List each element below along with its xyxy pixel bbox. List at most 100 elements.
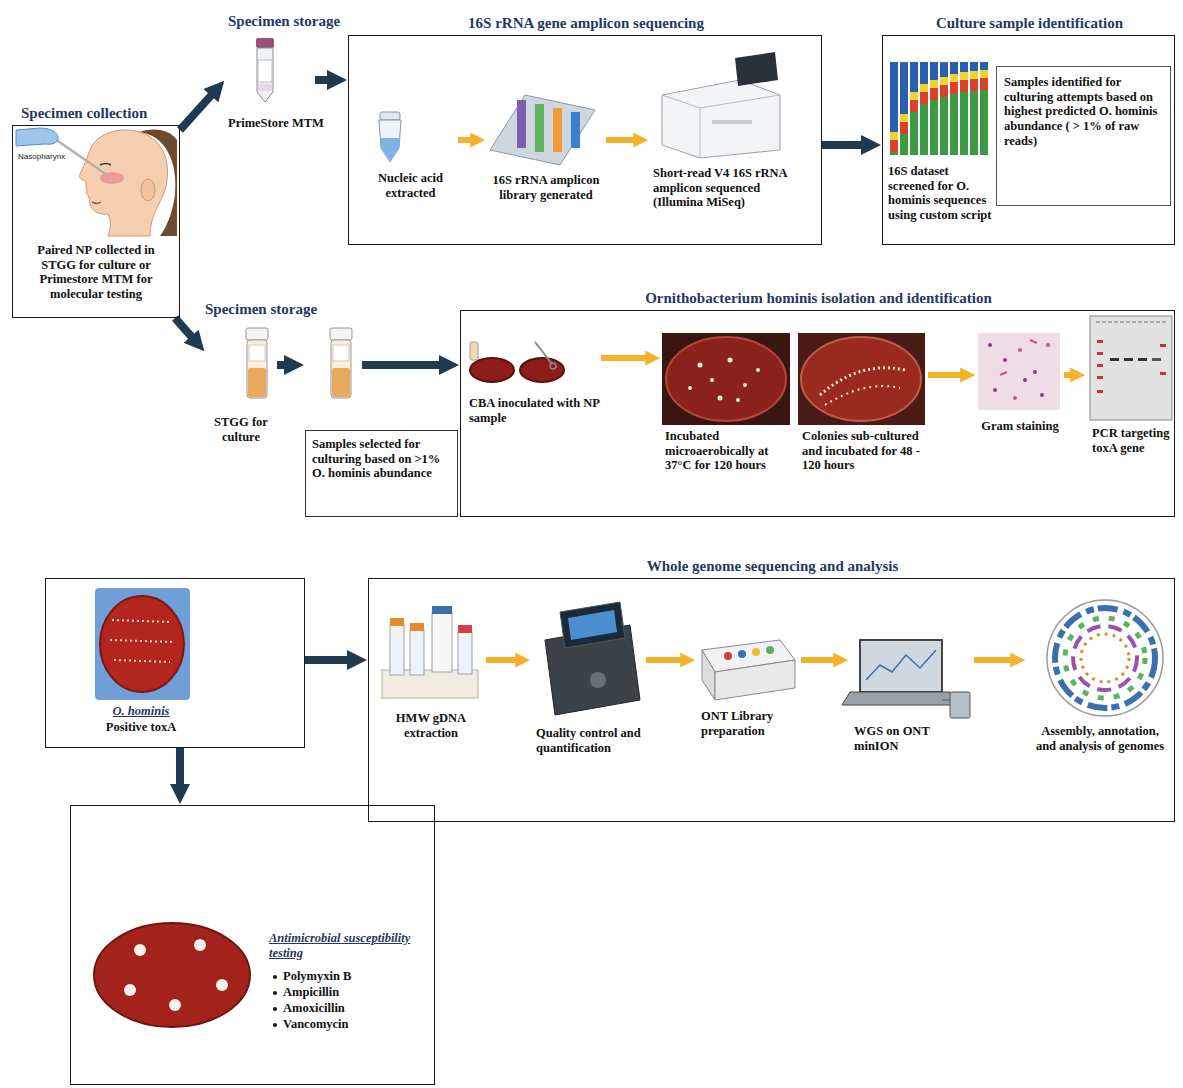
isolate-plate-photo — [100, 596, 184, 692]
laptop-minion-icon — [866, 650, 936, 680]
sequencer-icon — [700, 108, 701, 158]
flow-arrow — [277, 361, 285, 369]
stacked-bar-chart-icon — [960, 72, 968, 80]
flow-arrow — [315, 76, 328, 84]
bullet-dot — [273, 1007, 277, 1011]
isolate-plate-photo — [95, 588, 190, 700]
step-text: Paired NP collected in STGG for culture … — [19, 243, 173, 302]
gram-stain-photo — [978, 333, 1060, 410]
bullet-dot — [273, 975, 277, 979]
dna-extraction-icon — [458, 625, 472, 633]
list-item: Polymyxin B — [283, 969, 423, 984]
dna-extraction-icon — [432, 606, 452, 614]
incubated-plate-photo — [743, 383, 747, 387]
process-step: CBA inoculated with NP sample — [466, 331, 601, 431]
list-item: Ampicillin — [283, 985, 423, 1000]
stacked-bar-chart-icon — [920, 84, 928, 92]
identification-panel: Culture sample identification16S dataset… — [882, 35, 1175, 245]
stacked-bar-chart-icon — [950, 82, 958, 94]
step-text: Specimen storage — [228, 12, 340, 30]
section-heading: Specimen storage — [205, 300, 317, 318]
stacked-bar-chart-icon — [900, 122, 908, 134]
step-arrow — [974, 657, 1011, 663]
step-text: Assembly, annotation, and analysis of ge… — [1030, 724, 1170, 753]
flow-arrow — [305, 656, 348, 664]
subculture-plate-photo — [801, 337, 921, 421]
sequencer-icon — [662, 80, 780, 158]
primestore-tube — [257, 48, 273, 102]
step-arrow — [801, 657, 834, 663]
list-item: Amoxicillin — [283, 1001, 423, 1016]
stgg-tube — [248, 368, 266, 397]
microtube-icon — [380, 112, 400, 120]
pcr-gel-image — [1090, 316, 1172, 420]
stacked-bar-chart-icon — [930, 80, 938, 88]
stacked-bar-chart-icon — [950, 62, 958, 74]
genome-map-icon — [1081, 634, 1129, 682]
stacked-bar-chart-icon — [970, 79, 978, 91]
primestore-tube — [256, 38, 274, 48]
disk-diffusion-plate-photo — [134, 944, 146, 956]
library-slide-icon — [535, 104, 544, 152]
isolation-panel: Ornithobacterium hominis isolation and i… — [460, 310, 1175, 517]
stacked-bar-chart-icon — [910, 62, 918, 92]
library-slide-icon — [490, 95, 595, 165]
step-text: Positive toxA — [86, 720, 196, 735]
process-step: Incubated microaerobically at 37°C for 1… — [661, 329, 796, 479]
library-slide-icon — [571, 112, 580, 148]
fluorometer-icon — [568, 610, 617, 640]
step-text: WGS on ONT minION — [854, 724, 974, 753]
stacked-bar-chart-icon — [970, 62, 978, 71]
flow-arrow — [175, 318, 192, 337]
stacked-bar-chart-icon — [950, 74, 958, 82]
bullet-dot — [273, 991, 277, 995]
pcr-gel-image — [1097, 340, 1103, 343]
genome-map-icon — [1047, 600, 1163, 716]
fluorometer-icon — [545, 602, 640, 715]
step-arrow — [486, 657, 516, 663]
laptop-minion-icon — [942, 700, 950, 701]
stacked-bar-chart-icon — [930, 62, 938, 155]
process-step: ONT Library preparation — [696, 596, 801, 751]
child-swab-illustration — [16, 128, 58, 146]
process-step: PCR targeting toxA gene — [1086, 316, 1174, 486]
genome-map-icon — [1073, 626, 1137, 690]
child-swab-illustration — [140, 130, 177, 236]
step-text: O. hominis — [86, 704, 196, 719]
sequencer-icon — [662, 52, 780, 158]
microtube-icon — [381, 138, 400, 161]
disk-diffusion-plate-photo — [169, 999, 181, 1011]
agar-plates-icon — [520, 358, 564, 382]
process-step: Gram staining — [976, 329, 1064, 459]
stgg-tube — [249, 345, 265, 361]
process-step: 16S rRNA amplicon library generated — [486, 86, 606, 211]
library-slide-icon — [490, 95, 595, 165]
disk-diffusion-plate-photo — [216, 979, 228, 991]
gram-stain-photo — [1033, 370, 1037, 374]
pcr-gel-image — [1124, 358, 1133, 361]
process-step: WGS on ONT minION — [849, 596, 974, 751]
pcr-gel-image — [1097, 390, 1103, 393]
pcr-gel-image — [1160, 372, 1166, 375]
step-arrow — [601, 355, 646, 361]
gram-stain-photo — [988, 343, 992, 347]
laptop-minion-icon — [860, 640, 942, 692]
stacked-bar-chart-icon — [900, 62, 908, 114]
section-heading: 16S rRNA gene amplicon sequencing — [349, 14, 823, 32]
step-arrow — [928, 372, 961, 378]
section-heading: Culture sample identification — [883, 14, 1176, 32]
step-text: ONT Library preparation — [701, 709, 801, 738]
pcr-gel-image — [1160, 344, 1166, 347]
stacked-bar-chart-icon — [890, 140, 898, 152]
flow-arrow — [362, 361, 440, 369]
stacked-bar-chart-icon — [890, 132, 898, 140]
storage-tube-group: Specimen storageSTGG for culture — [205, 320, 277, 455]
disk-diffusion-plate-photo — [94, 923, 250, 1027]
stgg-tube — [330, 328, 352, 398]
fluorometer-icon — [560, 602, 625, 648]
library-kit-icon — [715, 660, 795, 700]
selection-group: Samples selected for culturing based on … — [305, 322, 458, 525]
step-text: CBA inoculated with NP sample — [469, 396, 601, 425]
